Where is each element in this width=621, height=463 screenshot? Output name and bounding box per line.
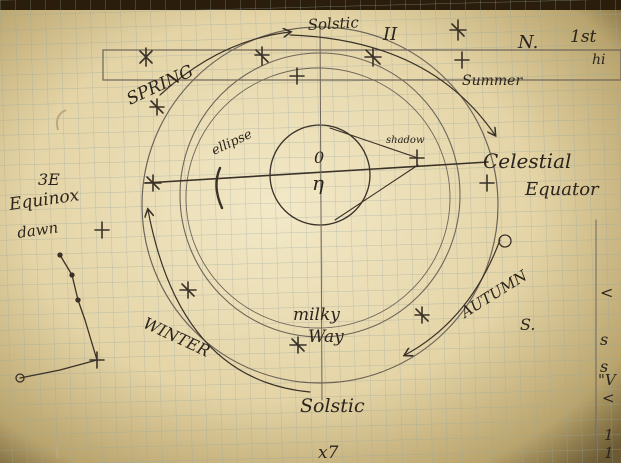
- margin-note-2: s: [600, 330, 608, 349]
- margin-note-7: 1: [604, 444, 614, 462]
- label-summer: Summer: [462, 73, 523, 89]
- label-s: S.: [520, 315, 535, 334]
- label-shadow: shadow: [386, 135, 425, 146]
- label-milky: milky: [293, 305, 340, 325]
- margin-note-4: "V: [598, 371, 618, 389]
- label-solstice-bottom: Solstic: [300, 395, 365, 417]
- label-celestial: Celestial: [483, 149, 571, 173]
- label-solstice-top: Solstic: [307, 13, 359, 34]
- label-n: N.: [517, 32, 538, 53]
- label-first: 1st: [570, 27, 597, 47]
- label-bottom-mark: x7: [318, 443, 339, 463]
- label-center-symbol2: η: [312, 171, 324, 195]
- margin-note-1: <: [600, 283, 613, 302]
- label-way: Way: [308, 327, 344, 347]
- label-first-sub: hi: [592, 52, 606, 68]
- label-top-roman: II: [382, 24, 398, 45]
- margin-note-6: 1: [604, 426, 614, 444]
- margin-note-5: <: [602, 389, 615, 407]
- label-equator: Equator: [524, 179, 600, 200]
- label-equinox-num: 3E: [38, 170, 60, 189]
- label-center-symbol: 0: [314, 148, 324, 167]
